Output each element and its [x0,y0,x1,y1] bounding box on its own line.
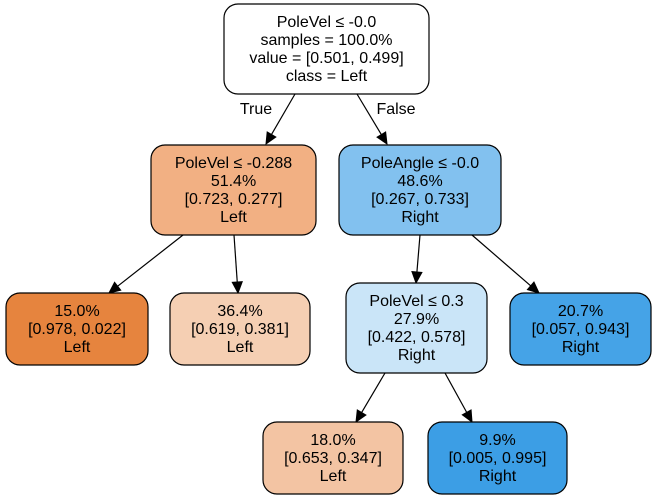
node-box [223,3,430,95]
node-box [169,292,311,366]
node-line: Left [220,209,247,226]
node-box [262,421,404,495]
edge-n1-n4 [231,234,243,295]
node-line: [0.057, 0.943] [532,321,630,338]
node-line: Right [479,468,517,485]
edge-line [471,234,532,287]
node-box [150,144,317,236]
arrowhead-icon [376,131,388,146]
edge-line [233,234,238,283]
node-line: Right [398,347,436,364]
tree-node-n8: 9.9%[0.005, 0.995]Right [427,421,568,495]
node-line: PoleVel ≤ -0.0 [277,14,377,31]
node-line: value = [0.501, 0.499] [249,50,403,67]
node-line: 48.6% [397,173,442,190]
edge-line [117,234,184,287]
arrowhead-icon [526,281,540,294]
node-box [427,421,568,495]
node-box [509,292,652,366]
node-line: Left [227,339,254,356]
tree-node-n7: 18.0%[0.653, 0.347]Left [262,421,404,495]
edge-label-true: True [240,101,272,118]
node-line: PoleVel ≤ -0.288 [175,155,292,172]
node-line: 36.4% [217,303,262,320]
node-line: Right [562,339,600,356]
edge-n2-n5 [411,234,423,285]
edge-line [361,372,386,413]
node-line: 18.0% [310,432,355,449]
node-line: PoleAngle ≤ -0.0 [361,155,479,172]
tree-node-n2: PoleAngle ≤ -0.048.6%[0.267, 0.733]Right [338,144,502,236]
node-line: [0.267, 0.733] [371,191,469,208]
node-line: Left [320,468,347,485]
arrowhead-icon [231,281,243,295]
edge-line [356,93,382,135]
edge-n5-n7 [355,372,386,424]
node-line: 51.4% [211,173,256,190]
node-line: 9.9% [479,432,515,449]
edge-line [270,93,296,135]
node-line: 27.9% [394,311,439,328]
node-box [338,144,502,236]
edge-n2-n6 [471,234,540,294]
node-box [5,292,149,366]
node-line: 15.0% [54,303,99,320]
edge-line [444,372,468,413]
node-line: [0.422, 0.578] [368,329,466,346]
tree-node-n3: 15.0%[0.978, 0.022]Left [5,292,149,366]
node-line: 20.7% [558,303,603,320]
arrowhead-icon [355,409,367,424]
tree-node-n6: 20.7%[0.057, 0.943]Right [509,292,652,366]
node-line: [0.005, 0.995] [449,450,547,467]
node-line: [0.653, 0.347] [284,450,382,467]
edge-label-false: False [376,101,415,118]
edge-n5-n8 [444,372,473,424]
edge-n1-n3 [108,234,184,294]
tree-node-n4: 36.4%[0.619, 0.381]Left [169,292,311,366]
node-box [345,282,488,374]
edges-layer: True False [108,93,540,424]
arrowhead-icon [265,131,277,146]
node-line: class = Left [286,68,368,85]
arrowhead-icon [108,281,122,294]
node-line: PoleVel ≤ 0.3 [369,293,463,310]
edge-line [416,234,421,273]
node-line: [0.723, 0.277] [185,191,283,208]
node-line: [0.619, 0.381] [191,321,289,338]
tree-node-n5: PoleVel ≤ 0.327.9%[0.422, 0.578]Right [345,282,488,374]
node-line: [0.978, 0.022] [28,321,126,338]
arrowhead-icon [461,409,473,424]
node-line: Right [401,209,439,226]
node-line: samples = 100.0% [260,32,392,49]
edge-root-n2: False [356,93,416,146]
node-line: Left [64,339,91,356]
arrowhead-icon [411,271,423,285]
edge-root-n1: True [240,93,296,146]
